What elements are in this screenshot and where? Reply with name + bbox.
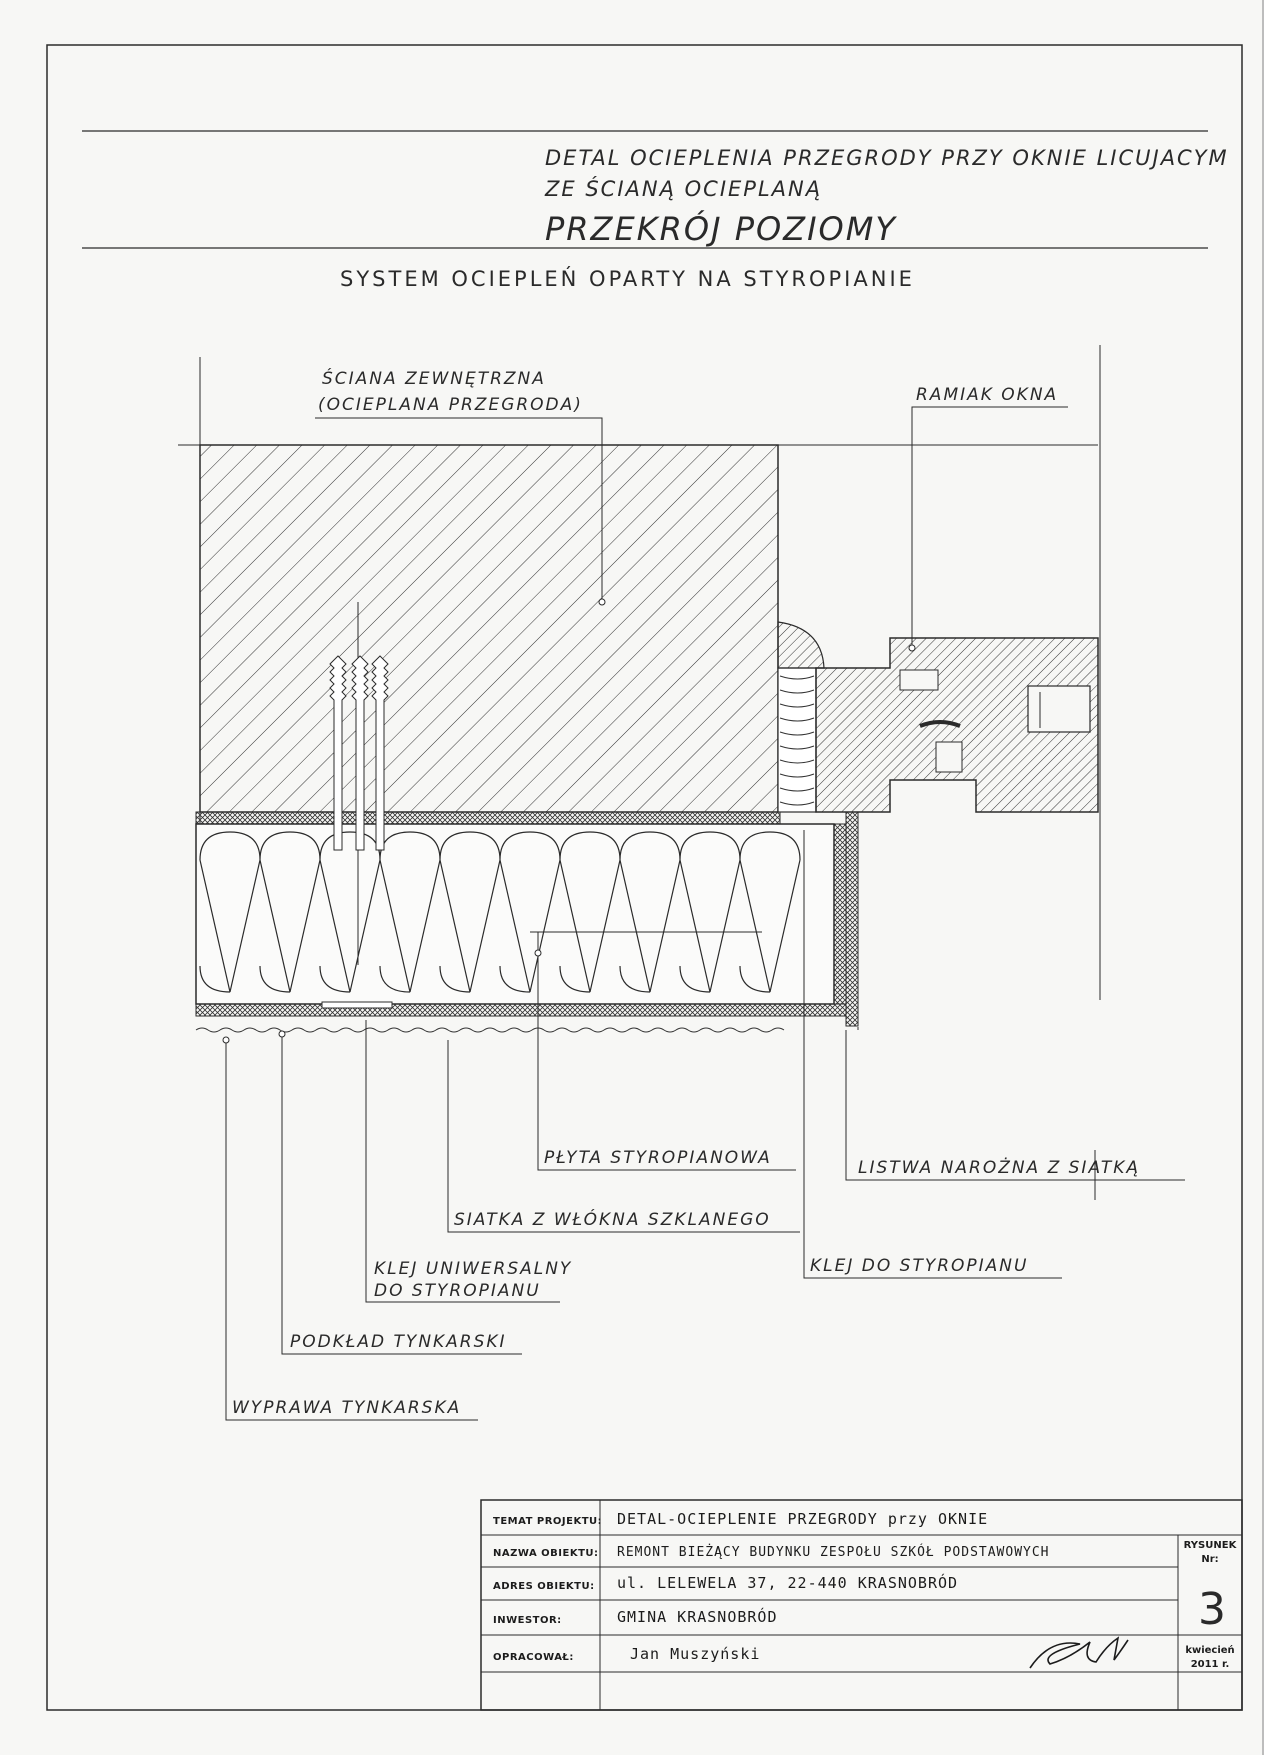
label-wall-line2: (OCIEPLANA PRZEGRODA) [318, 395, 583, 415]
mesh-layer [195, 1003, 847, 1017]
tb-label-project-topic: TEMAT PROJEKTU: [493, 1516, 602, 1527]
label-render: WYPRAWA TYNKARSKA [232, 1398, 461, 1418]
label-glass-mesh: SIATKA Z WŁÓKNA SZKLANEGO [454, 1208, 771, 1230]
drawing-title-line1: DETAL OCIEPLENIA PRZEGRODY PRZY OKNIE LI… [545, 146, 1229, 170]
label-window-frame: RAMIAK OKNA [916, 385, 1058, 405]
label-adhesive-universal-line1: KLEJ UNIWERSALNY [374, 1259, 572, 1279]
tb-drawing-label-line1: RYSUNEK [1184, 1540, 1238, 1551]
signature [1029, 1636, 1129, 1669]
eps-insulation-symbol [199, 831, 801, 993]
eps-loop-pattern [199, 831, 801, 993]
label-eps-adhesive: KLEJ DO STYROPIANU [810, 1256, 1028, 1276]
leader-dots [222, 598, 916, 1044]
tb-value-object-name: REMONT BIEŻĄCY BUDYNKU ZESPOŁU SZKÓŁ POD… [617, 1544, 1050, 1560]
mesh-return [833, 823, 847, 1005]
title-block [480, 1499, 1243, 1711]
label-adhesive-universal-line2: DO STYROPIANU [374, 1281, 541, 1301]
leader-lines [225, 406, 1185, 1421]
tb-value-prepared-by: Jan Muszyński [630, 1645, 760, 1663]
corner-strip-with-mesh [845, 811, 859, 1027]
sealant-foam-coils [779, 675, 815, 806]
sealant-foam [777, 667, 817, 813]
frame-rebate-1 [899, 669, 939, 691]
wall-reveal-corner [777, 621, 825, 669]
eps-board [195, 823, 835, 1005]
tb-drawing-number: 3 [1198, 1584, 1226, 1635]
tb-value-project-topic: DETAL-OCIEPLENIE PRZEGRODY przy OKNIE [617, 1510, 988, 1528]
tb-label-object-address: ADRES OBIEKTU: [493, 1581, 595, 1592]
label-primer: PODKŁAD TYNKARSKI [290, 1332, 507, 1352]
window-glazing [1027, 685, 1091, 733]
tb-value-object-address: ul. LELEWELA 37, 22-440 KRASNOBRÓD [617, 1573, 958, 1592]
frame-rebate-2 [935, 741, 963, 773]
label-corner-strip: LISTWA NAROŻNA Z SIATKĄ [858, 1157, 1140, 1178]
tb-drawing-label-line2: Nr: [1201, 1554, 1218, 1565]
tb-date-line2: 2011 r. [1191, 1659, 1230, 1670]
section-title: PRZEKRÓJ POZIOMY [545, 209, 897, 248]
tb-label-object-name: NAZWA OBIEKTU: [493, 1548, 599, 1559]
plaster-finish [195, 1027, 785, 1033]
anchor-dowels [321, 602, 393, 1009]
exterior-wall [199, 444, 779, 813]
scan-edge [1262, 0, 1275, 1755]
drawing-title-line2: ZE ŚCIANĄ OCIEPLANĄ [544, 176, 822, 201]
adhesive-layer [195, 811, 781, 825]
label-eps-board: PŁYTA STYROPIANOWA [544, 1148, 772, 1168]
window-gasket [919, 720, 961, 728]
tb-label-investor: INWESTOR: [493, 1615, 562, 1626]
tb-label-prepared-by: OPRACOWAŁ: [493, 1652, 574, 1663]
label-wall-line1: ŚCIANA ZEWNĘTRZNA [322, 367, 546, 389]
tb-date-line1: kwiecień [1185, 1644, 1234, 1656]
system-title: SYSTEM OCIEPLEŃ OPARTY NA STYROPIANIE [340, 266, 915, 291]
tb-value-investor: GMINA KRASNOBRÓD [617, 1607, 778, 1626]
